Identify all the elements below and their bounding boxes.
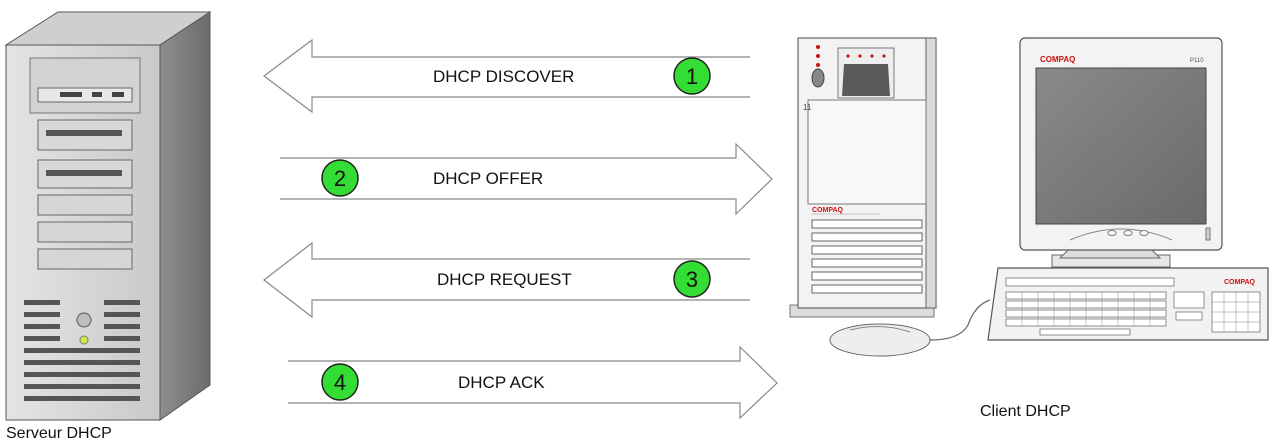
svg-text:4: 4	[334, 370, 346, 395]
svg-text:3: 3	[686, 267, 698, 292]
arrow-discover	[263, 38, 750, 114]
brand-logo: COMPAQ	[1224, 279, 1256, 286]
step-badge: 3	[673, 260, 711, 298]
arrow-offer	[280, 142, 773, 216]
step-badge: 1	[673, 57, 711, 95]
brand-logo: COMPAQ	[1040, 55, 1075, 64]
server-label: Serveur DHCP	[6, 425, 112, 442]
client-label: Client DHCP	[980, 403, 1071, 420]
message-label: DHCP OFFER	[433, 169, 543, 188]
server-tower-icon	[4, 11, 212, 421]
svg-text:11: 11	[803, 103, 812, 112]
step-badge: 4	[321, 363, 359, 401]
brand-logo: COMPAQ	[812, 207, 844, 214]
arrow-request	[263, 241, 750, 319]
arrow-ack	[288, 345, 778, 420]
svg-text:2: 2	[334, 166, 346, 191]
monitor-model: P110	[1190, 58, 1204, 64]
svg-text:1: 1	[686, 64, 698, 89]
message-label: DHCP REQUEST	[437, 270, 572, 289]
desktop-computer-icon: 11 COMPAQ COMPAQ P110	[789, 37, 1269, 357]
message-label: DHCP ACK	[458, 373, 545, 392]
message-label: DHCP DISCOVER	[433, 67, 574, 86]
step-badge: 2	[321, 159, 359, 197]
